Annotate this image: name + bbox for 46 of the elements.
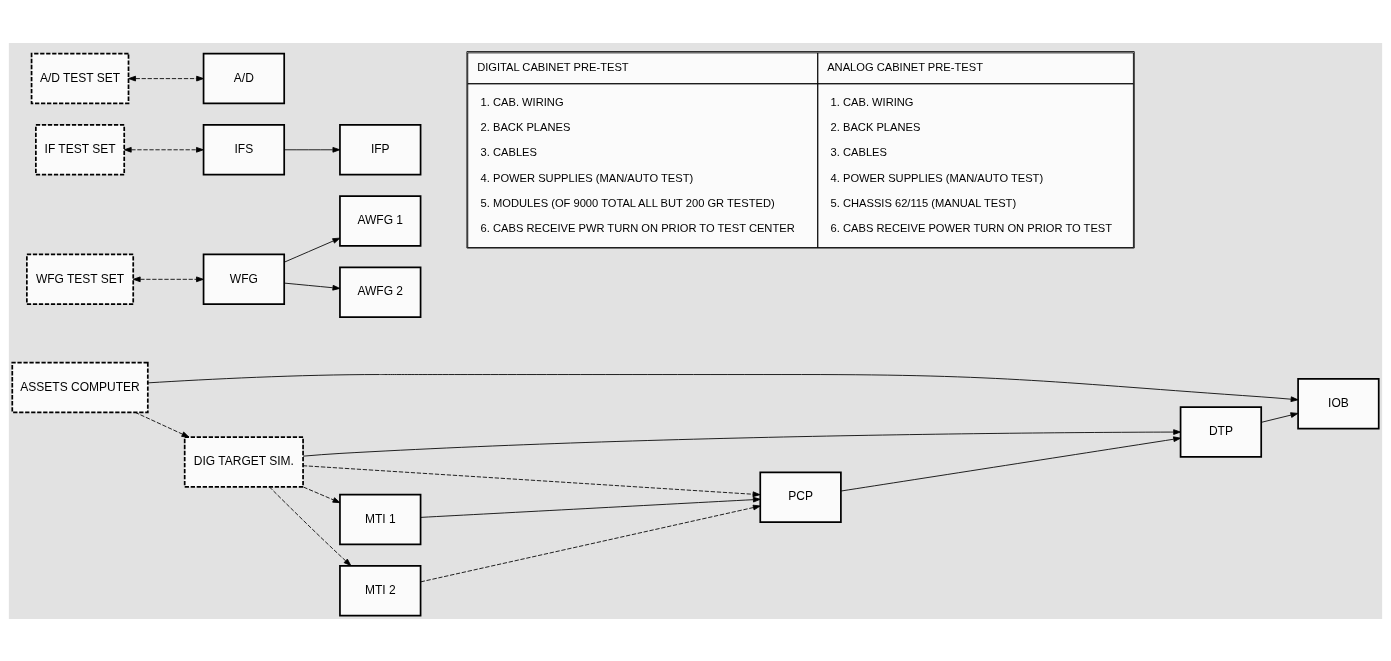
- label: 1. CAB. WIRING: [480, 95, 564, 108]
- label: 2. BACK PLANES: [830, 120, 921, 133]
- arrow: [420, 496, 761, 518]
- node-box: A/D: [202, 52, 286, 104]
- arrow: [132, 276, 204, 282]
- label: 2. BACK PLANES: [480, 120, 571, 133]
- arrow: [128, 75, 204, 81]
- label: 4. POWER SUPPLIES (MAN/AUTO TEST): [830, 171, 1044, 184]
- node-box: DIG TARGET SIM.: [183, 435, 304, 488]
- arrow: [302, 464, 761, 497]
- node-box: PCP: [759, 470, 842, 523]
- node-box: WFG: [202, 253, 286, 305]
- arrow: [284, 282, 341, 291]
- node-box: MTI 1: [339, 493, 422, 545]
- arrow: [134, 411, 190, 438]
- arrow: [284, 146, 341, 153]
- arrow: [840, 435, 1181, 491]
- arrow: [147, 373, 1299, 402]
- arrow: [420, 504, 761, 582]
- label: 3. CABLES: [830, 145, 887, 158]
- arrow: [269, 486, 352, 566]
- node-box: A/D TEST SET: [30, 52, 130, 104]
- label: 6. CABS RECEIVE PWR TURN ON PRIOR TO TEST CENTER: [480, 221, 795, 234]
- node-box: IOB: [1297, 377, 1380, 429]
- node-box: AWFG 1: [339, 194, 422, 247]
- label: ANALOG CABINET PRE-TEST: [827, 60, 983, 73]
- label: 6. CABS RECEIVE POWER TURN ON PRIOR TO TEST: [830, 221, 1113, 234]
- arrow: [123, 146, 204, 153]
- node-box: IF TEST SET: [35, 123, 126, 176]
- label: 5. CHASSIS 62/115 (MANUAL TEST): [830, 196, 1017, 209]
- label: 5. MODULES (OF 9000 TOTAL ALL BUT 200 GR TESTED): [480, 196, 775, 209]
- node-box: MTI 2: [339, 564, 422, 616]
- node-box: WFG TEST SET: [26, 253, 135, 305]
- label: 1. CAB. WIRING: [830, 95, 914, 108]
- arrow: [303, 486, 341, 503]
- node-box: AWFG 2: [339, 265, 422, 318]
- node-box: DTP: [1179, 405, 1263, 458]
- node-box: ASSETS COMPUTER: [11, 361, 149, 413]
- arrow: [302, 428, 1181, 457]
- node-box: IFP: [339, 123, 422, 176]
- arrow: [1260, 411, 1299, 423]
- node-box: IFS: [202, 123, 286, 176]
- label: 4. POWER SUPPLIES (MAN/AUTO TEST): [480, 171, 694, 184]
- label: 3. CABLES: [480, 145, 537, 158]
- label: DIGITAL CABINET PRE-TEST: [477, 60, 629, 73]
- arrow: [284, 237, 341, 263]
